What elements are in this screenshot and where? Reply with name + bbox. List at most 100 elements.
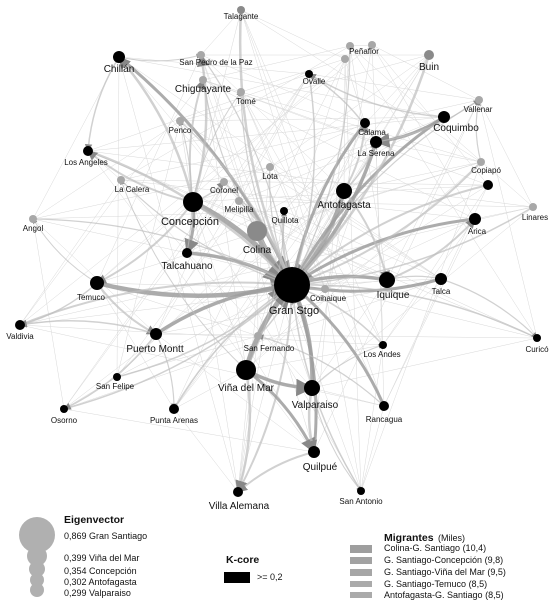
edge-faint — [371, 44, 480, 101]
edge-faint — [120, 179, 313, 389]
node-valdivia — [15, 320, 25, 330]
edge-talcahuano-penco — [178, 120, 193, 254]
edge-vinadelmar-villaalemana — [235, 369, 252, 494]
edge-faint — [96, 161, 482, 284]
edge-faint — [155, 333, 315, 453]
edge-chillan-spedro — [118, 53, 202, 62]
edge-faint — [200, 9, 242, 56]
node-arica — [469, 213, 481, 225]
node-chillan — [113, 51, 125, 63]
edge-osorno-gransgto — [63, 284, 293, 410]
node-chiguayante — [199, 76, 207, 84]
node-label-quilpue: Quilpué — [303, 462, 338, 473]
node-label-chiguayante: Chiguayante — [175, 84, 232, 95]
migrants-pair: Colina-G. Santiago — [384, 543, 461, 553]
edge-faint — [116, 166, 271, 378]
node-calama — [360, 118, 370, 128]
node-label-sanfelipe: San Felipe — [96, 382, 135, 391]
node-angol — [29, 215, 37, 223]
node-talagante — [237, 6, 245, 14]
node-coronel — [220, 178, 228, 186]
edge-faint — [120, 45, 351, 181]
node-label-chillan: Chillán — [104, 64, 135, 75]
eigenvector-row-3: 0,354 Concepción — [64, 566, 137, 576]
edge-faint — [118, 56, 239, 493]
edge-faint — [192, 201, 362, 492]
node-vinadelmar — [236, 360, 256, 380]
node-concepcion — [183, 192, 203, 212]
eigenvector-value: 0,399 — [64, 553, 87, 563]
node-label-arica: Arica — [468, 227, 487, 236]
edge-faint — [87, 150, 315, 453]
node-vallenar — [475, 96, 483, 104]
edge-faint — [344, 58, 366, 124]
migrants-header: Migrantes (Miles) — [384, 528, 465, 546]
edge-faint — [19, 44, 373, 326]
eigenvector-row-2: 0,399 Viña del Mar — [64, 553, 139, 563]
node-label-losangeles: Los Angeles — [64, 158, 108, 167]
edge-faint — [202, 79, 489, 186]
node-label-sanfernando: San Fernando — [244, 344, 295, 353]
node-label-tome: Tomé — [236, 97, 256, 106]
node-label-linares: Linares — [522, 213, 548, 222]
node-label-antofagasta: Antofagasta — [317, 200, 371, 211]
edge-faint — [283, 190, 345, 212]
edge-faint — [383, 218, 476, 407]
node-ovalle2 — [341, 55, 349, 63]
node-iquique — [379, 272, 395, 288]
bubble-antofagasta — [30, 573, 44, 587]
edge-angol-gransgto — [32, 218, 293, 286]
migrants-swatch — [350, 545, 372, 553]
edge-vinadelmar-quillota — [245, 210, 288, 371]
edge-linares-gransgto — [291, 206, 534, 289]
node-label-vinadelmar: Viña del Mar — [218, 383, 275, 394]
edge-iquique-arica — [386, 218, 476, 281]
migrants-row-4: G. Santiago-Temuco (8,5) — [384, 579, 487, 589]
node-linares — [529, 203, 537, 211]
nodes-layer — [15, 6, 541, 497]
edge-faint — [120, 99, 480, 181]
migrants-swatch — [350, 581, 372, 587]
migrants-value: (9,5) — [487, 567, 506, 577]
edge-faint — [478, 99, 538, 339]
edge-faint — [256, 161, 482, 232]
edge-faint — [96, 201, 194, 284]
eigenvector-place: Concepción — [89, 566, 137, 576]
edge-quilpue-villaalemana — [237, 451, 315, 493]
eigenvector-value: 0,299 — [64, 588, 87, 598]
edge-faint — [116, 284, 293, 378]
eigenvector-row-1: 0,869 Gran Santiago — [64, 531, 147, 541]
edge-vallenar-gransgto — [291, 99, 480, 286]
node-label-quillota: Quillota — [271, 216, 299, 225]
node-label-temuco: Temuco — [77, 293, 106, 302]
node-lota — [266, 163, 274, 171]
edge-faint — [386, 99, 480, 281]
edge-faint — [87, 116, 445, 152]
node-label-buin: Buin — [419, 62, 439, 73]
edge-faint — [173, 408, 239, 493]
node-label-penaflor: Peñaflor — [349, 47, 379, 56]
edge-temuco-angol — [32, 218, 98, 284]
edge-faint — [478, 99, 534, 208]
migrants-swatch — [350, 569, 372, 576]
bubble-vina-del-mar — [27, 546, 47, 566]
eigenvector-place: Valparaiso — [89, 588, 131, 598]
node-tome — [237, 88, 245, 96]
node-label-lota: Lota — [262, 172, 278, 181]
eigenvector-bubbles — [19, 517, 55, 597]
edge-concepcion-chillan — [118, 56, 195, 203]
node-label-iquique: Iquique — [377, 290, 410, 301]
node-label-valdivia: Valdivia — [6, 332, 34, 341]
edge-faint — [87, 150, 534, 208]
edge-faint — [202, 79, 377, 143]
edge-faint — [474, 206, 534, 220]
node-label-laserena: La Serena — [358, 149, 395, 158]
edge-faint — [311, 337, 538, 389]
edge-faint — [237, 166, 271, 493]
edge-lacalera-gransgto — [120, 179, 293, 287]
kcore-title: K-core — [226, 554, 260, 566]
kcore-threshold: >= 0,2 — [257, 572, 283, 582]
node-label-angol: Angol — [23, 224, 44, 233]
edge-faint — [360, 161, 482, 492]
